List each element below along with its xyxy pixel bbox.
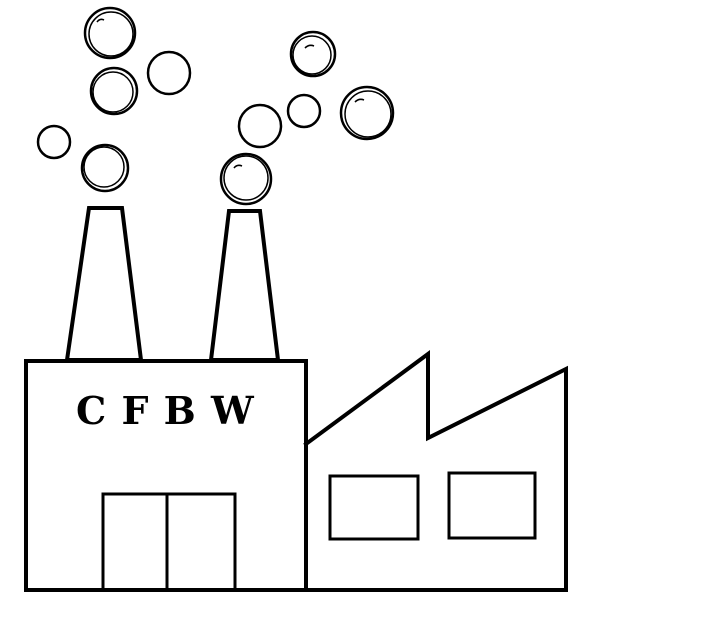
- factory-window-right: [447, 471, 537, 540]
- smoke-bubble: [219, 152, 273, 206]
- factory-annex: [303, 350, 568, 592]
- smoke-bubble: [339, 85, 395, 141]
- smoke-bubble: [80, 143, 130, 193]
- factory-window-left: [328, 474, 420, 541]
- factory-door: [101, 492, 237, 592]
- smoke-bubble: [237, 103, 283, 149]
- smokestack-left: [64, 206, 144, 362]
- smoke-bubble: [289, 30, 337, 78]
- smoke-bubble: [36, 124, 72, 160]
- smoke-bubble: [146, 50, 192, 96]
- smoke-bubble: [89, 66, 139, 116]
- smoke-bubble: [286, 93, 322, 129]
- smokestack-right: [208, 209, 281, 362]
- smoke-bubble: [83, 6, 137, 60]
- factory-sign: C F B W: [76, 388, 255, 433]
